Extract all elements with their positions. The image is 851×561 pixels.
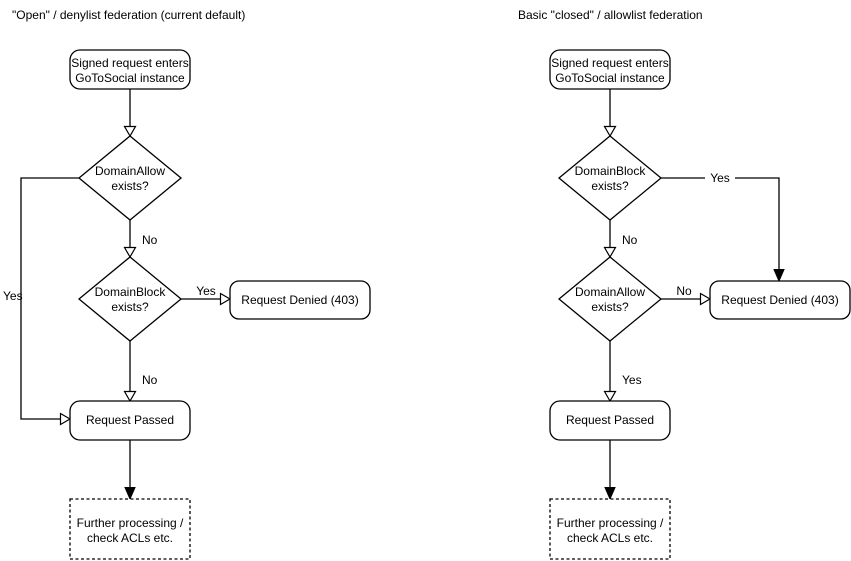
flowchart-closed-allowlist: Basic "closed" / allowlist federation Ye… bbox=[518, 8, 851, 560]
start-node bbox=[69, 49, 191, 90]
arrowhead-hollow-icon bbox=[123, 246, 137, 259]
edge-label-yes: Yes bbox=[710, 171, 730, 185]
edge-label-no: No bbox=[676, 284, 692, 298]
decision1-label: DomainBlock bbox=[575, 164, 647, 178]
decision2-node bbox=[557, 256, 663, 342]
edge-label-yes: Yes bbox=[3, 289, 23, 303]
start-node-label: Signed request enters bbox=[551, 56, 668, 70]
start-node-label: GoToSocial instance bbox=[555, 71, 665, 85]
further-processing-label: check ACLs etc. bbox=[87, 531, 173, 545]
decision2-label: exists? bbox=[591, 300, 629, 314]
passed-node-label: Request Passed bbox=[86, 413, 174, 427]
denied-node bbox=[229, 280, 371, 320]
arrowhead-hollow-icon bbox=[59, 412, 72, 426]
decision2-node bbox=[77, 256, 183, 342]
arrowhead-hollow-icon bbox=[603, 246, 617, 259]
arrowhead-hollow-icon bbox=[603, 390, 617, 403]
passed-node-label: Request Passed bbox=[566, 413, 654, 427]
further-processing-node bbox=[69, 498, 191, 560]
start-node-label: GoToSocial instance bbox=[75, 71, 185, 85]
edge-label-yes: Yes bbox=[196, 284, 216, 298]
arrowhead-hollow-icon bbox=[699, 292, 712, 306]
decision2-label: DomainAllow bbox=[575, 285, 645, 299]
decision1-node bbox=[557, 135, 663, 221]
chart-title: "Open" / denylist federation (current de… bbox=[12, 8, 245, 22]
edge-label-no: No bbox=[142, 373, 158, 387]
arrowhead-filled-icon bbox=[604, 487, 616, 501]
arrowhead-filled-icon bbox=[124, 487, 136, 501]
edge-label-no: No bbox=[142, 233, 158, 247]
decision2-label: DomainBlock bbox=[95, 285, 167, 299]
decision1-label: DomainAllow bbox=[95, 164, 165, 178]
arrowhead-hollow-icon bbox=[123, 125, 137, 138]
further-processing-label: check ACLs etc. bbox=[567, 531, 653, 545]
arrowhead-hollow-icon bbox=[603, 125, 617, 138]
edge-label-background bbox=[705, 170, 735, 185]
flowchart-open-denylist: "Open" / denylist federation (current de… bbox=[3, 8, 371, 560]
denied-node-label: Request Denied (403) bbox=[241, 293, 358, 307]
start-node bbox=[549, 49, 671, 90]
denied-node bbox=[709, 280, 851, 320]
arrowhead-filled-icon bbox=[773, 269, 785, 283]
arrowhead-hollow-icon bbox=[219, 292, 232, 306]
arrowhead-hollow-icon bbox=[123, 390, 137, 403]
further-processing-label: Further processing / bbox=[557, 516, 664, 530]
start-node-label: Signed request enters bbox=[71, 56, 188, 70]
edge-decision1-yes bbox=[20, 177, 79, 420]
edge-decision1-yes bbox=[661, 177, 780, 270]
denied-node-label: Request Denied (403) bbox=[721, 293, 838, 307]
edge-label-yes: Yes bbox=[622, 373, 642, 387]
decision1-node bbox=[77, 135, 183, 221]
decision2-label: exists? bbox=[111, 300, 149, 314]
decision1-label: exists? bbox=[591, 179, 629, 193]
chart-title: Basic "closed" / allowlist federation bbox=[518, 8, 703, 22]
edge-label-no: No bbox=[622, 233, 638, 247]
passed-node bbox=[69, 400, 191, 441]
passed-node bbox=[549, 400, 671, 441]
further-processing-node bbox=[549, 498, 671, 560]
decision1-label: exists? bbox=[111, 179, 149, 193]
further-processing-label: Further processing / bbox=[77, 516, 184, 530]
